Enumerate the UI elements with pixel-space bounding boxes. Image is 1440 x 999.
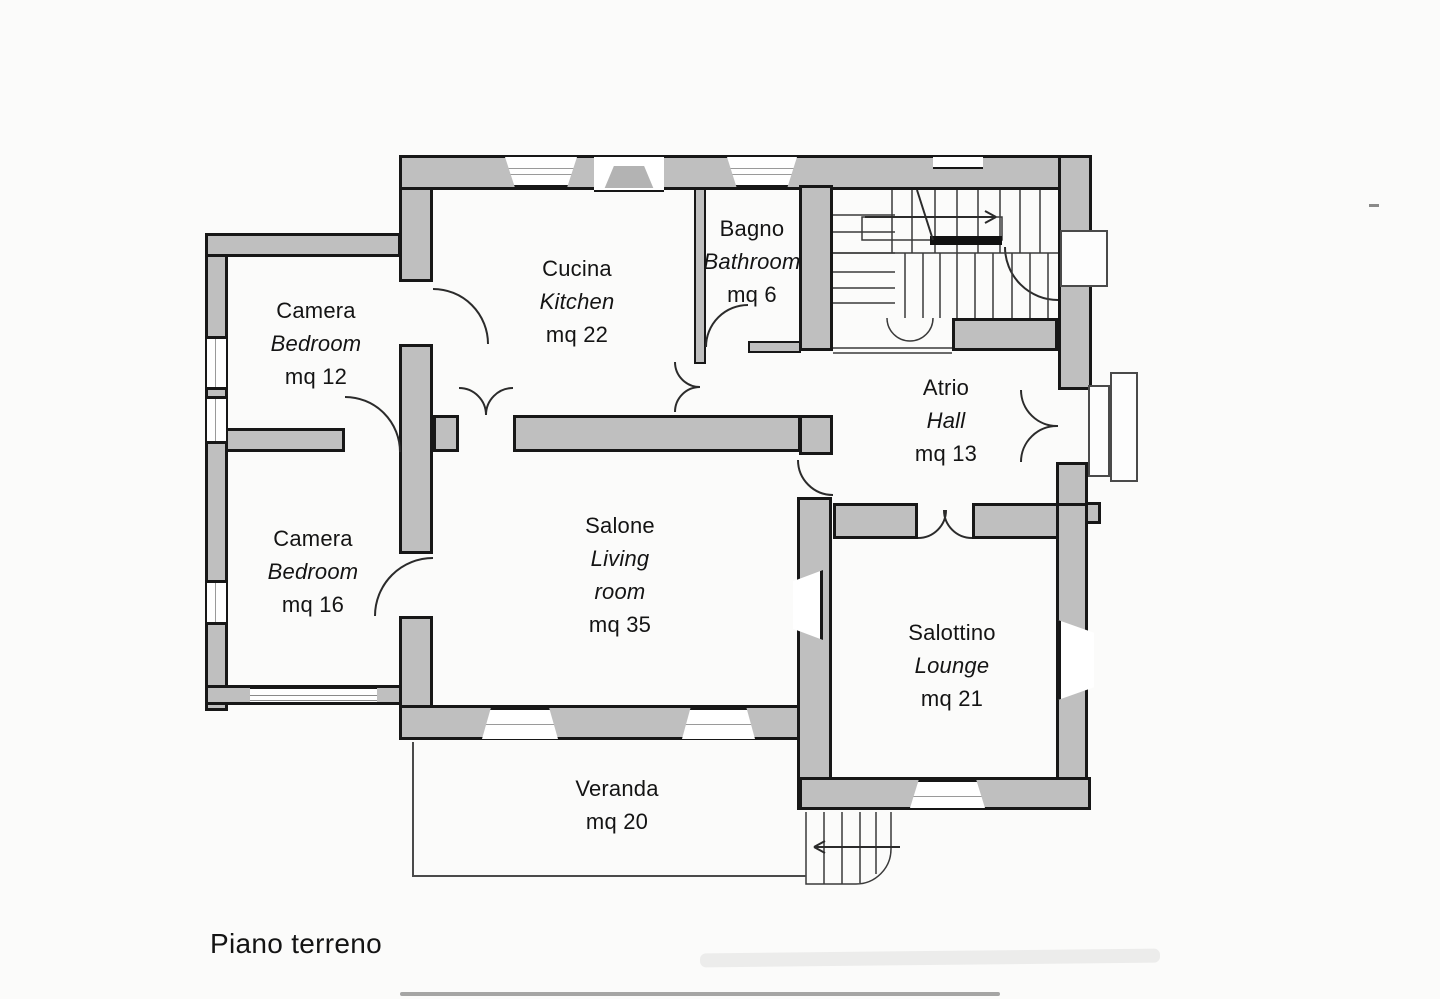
wall-east-mid [1056,462,1088,507]
room-label-camera-16: Camera Bedroom mq 16 [268,522,359,621]
room-area: mq 20 [585,809,649,834]
stair-treads-upper [891,190,1041,253]
room-area: mq 35 [588,612,652,637]
room-label-cucina: Cucina Kitchen mq 22 [540,252,615,351]
door-arc-salone-atrio [797,459,834,496]
room-label-salone: Salone Living room mq 35 [585,509,655,641]
room-name: Cucina [542,256,612,281]
room-name-en: Kitchen [539,289,615,314]
wall-bagno-south [748,341,801,353]
room-name: Salottino [908,620,996,645]
wall-bedroom-divider [225,428,345,452]
room-name-en: Lounge [914,653,990,678]
flue-shape [604,166,654,188]
window-bagno-north [727,157,797,188]
window-stairwell-east [1060,230,1108,287]
room-name: Salone [585,513,655,538]
room-name: Camera [273,526,353,551]
window-camera16-west [207,580,226,625]
door-arc-bedroom-divider [344,396,401,453]
room-area: mq 13 [914,441,978,466]
stair-atrio-threshold [833,347,952,354]
window-salone-salottino [793,570,823,640]
wall-salone-north [513,415,801,452]
stair-cut-bar [930,236,1002,245]
wall-stairwell-south [952,318,1058,351]
wall-stairwell-west [799,185,833,351]
door-arcs-atrio-salottino [917,509,973,539]
room-name: Veranda [575,776,659,801]
door-arc-stairwell [1004,246,1059,301]
room-area: mq 16 [281,592,345,617]
chimney-niche-cucina [594,157,664,192]
room-name-en-line1: Living [590,546,650,571]
room-area: mq 6 [727,282,777,307]
stair-treads-return [833,214,895,304]
window-salottino-east [1058,620,1094,700]
plan-title: Piano terreno [210,928,383,959]
scan-edge-bar [400,992,1000,996]
wall-salottino-west [797,497,832,810]
window-salone-south-2 [682,707,755,739]
exterior-stair-treads [823,812,877,884]
door-arcs-salone-north [458,387,514,416]
room-name: Camera [276,298,356,323]
room-area: mq 22 [545,322,609,347]
room-area: mq 21 [920,686,984,711]
wall-central-middle [399,344,433,554]
door-arcs-entrance [1020,389,1059,463]
room-label-bagno: Bagno Bathroom mq 6 [704,212,801,311]
room-label-atrio: Atrio Hall mq 13 [915,371,977,470]
door-arc-bagno [705,304,749,348]
window-salone-south-1 [482,707,558,739]
stair-curved-step [886,317,934,342]
room-name: Bagno [719,216,785,241]
exterior-stair-outline [805,812,892,885]
room-area: mq 12 [284,364,348,389]
scan-speck [1369,204,1379,207]
room-name-en-line2: room [594,579,646,604]
room-label-veranda: Veranda mq 20 [575,772,658,838]
door-arc-camera16 [374,557,434,617]
room-name-en: Bathroom [703,249,801,274]
room-label-camera-12: Camera Bedroom mq 12 [271,294,362,393]
wall-left-wing-west [205,233,228,711]
room-name-en: Hall [926,408,966,433]
entrance-step-inner [1088,385,1110,477]
room-name-en: Bedroom [267,559,359,584]
stair-railing [861,216,1003,241]
window-camera16-south [250,687,377,704]
wall-atrio-west-block [799,415,833,455]
notch-stairwell-north [933,157,983,169]
wall-salottino-ne-pilaster [1085,502,1101,524]
stair-direction-arrow [865,189,997,241]
wall-central-stub [433,415,459,452]
exterior-stairs [805,812,892,885]
room-name-en: Bedroom [270,331,362,356]
window-cucina-north [505,157,577,188]
wall-central-lower [399,616,433,708]
window-salottino-south [910,779,985,808]
door-arcs-cucina [674,361,701,413]
entrance-step-outer [1110,372,1138,482]
window-camera12-west-2 [207,396,226,444]
door-arc-camera12 [432,288,489,345]
exterior-stair-arrow [813,840,900,854]
wall-left-wing-north [205,233,401,257]
wall-salottino-north-left [833,503,918,539]
stair-treads-lower [904,253,1049,318]
room-label-salottino: Salottino Lounge mq 21 [908,616,995,715]
scan-smudge [699,948,1161,968]
room-name: Atrio [922,375,970,400]
window-camera12-west-1 [207,336,226,390]
